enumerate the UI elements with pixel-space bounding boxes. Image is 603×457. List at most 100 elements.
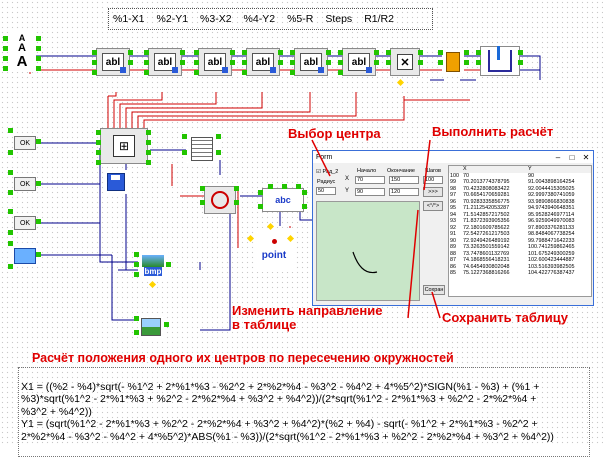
table-row[interactable]: 92 72.1801609785622 97.8903376281133 — [449, 225, 591, 232]
point-block[interactable]: point — [254, 228, 294, 272]
text-block-y1[interactable]: abl — [148, 48, 182, 76]
text-block-x2[interactable]: abl — [198, 48, 232, 76]
circle-block[interactable] — [204, 186, 236, 214]
steps-input[interactable]: 100 — [423, 176, 443, 184]
ok-button-1[interactable]: OK — [14, 136, 36, 150]
table-cell: 91.0043898164254 — [528, 179, 575, 185]
table-block[interactable] — [186, 132, 218, 166]
text-constant-block[interactable]: A A A — [8, 30, 36, 72]
table-cell: 93 — [450, 218, 456, 224]
y-end-input[interactable]: 120 — [389, 188, 419, 196]
text-block-steps[interactable]: abl — [342, 48, 376, 76]
table-cell: 74.1868556418231 — [463, 257, 510, 263]
table-cell: 71.2112542053287 — [463, 205, 510, 211]
run-button[interactable]: >>> — [423, 187, 443, 197]
form-window-block[interactable] — [12, 246, 38, 266]
table-cell: 89 — [450, 244, 456, 250]
text-block-y2[interactable]: abl — [246, 48, 280, 76]
table-cell: 86 — [450, 263, 456, 270]
maximize-button[interactable]: □ — [569, 152, 575, 162]
table-cell: 93.9890866830838 — [528, 198, 575, 205]
radio-rad2[interactable]: ☑ Рад_2 — [316, 169, 339, 175]
save-table-button[interactable]: Сохран — [423, 285, 445, 295]
x-label: X — [345, 176, 350, 182]
table-cell: 74.6454930802048 — [463, 263, 510, 270]
table-cell: 92 — [450, 224, 456, 231]
direction-button[interactable]: <°/°> — [423, 201, 443, 211]
table-cell: 70.2013774378795 — [463, 179, 510, 185]
var-x1: %1-X1 — [113, 13, 145, 25]
memory-block[interactable] — [442, 50, 464, 74]
close-button[interactable]: ✕ — [582, 152, 590, 162]
table-cell: 87 — [450, 257, 456, 263]
text-edit-icon: abl — [204, 53, 228, 73]
x-start-input[interactable]: 70 — [355, 176, 385, 184]
table-cell: 104.422776387437 — [528, 270, 575, 276]
formula-line: X1 = ((%2 - %4)*sqrt(- %1^2 + 2*%1*%3 - … — [21, 380, 540, 393]
floppy-icon — [107, 173, 125, 191]
table-cell: 72.1801609785622 — [463, 224, 510, 231]
image-block[interactable] — [138, 314, 164, 340]
x-end-input[interactable]: 150 — [389, 176, 419, 184]
table-cell: 98 — [450, 185, 456, 192]
close-form-block[interactable]: ✕ — [390, 48, 420, 76]
export-block[interactable] — [480, 46, 520, 76]
text-edit-icon: abl — [300, 53, 324, 73]
download-icon — [488, 46, 512, 72]
table-cell: 92.0044415305025 — [528, 185, 575, 192]
point-label: point — [261, 250, 287, 261]
close-icon: ✕ — [397, 54, 413, 70]
formula-line: %3^2 + %4^2)) — [21, 405, 92, 418]
table-cell: 72.5427261217503 — [463, 231, 510, 237]
label-block[interactable]: abc — [262, 188, 304, 212]
point-icon — [271, 239, 277, 244]
letter-a-icon: A — [18, 42, 26, 54]
formula-line: %3)*sqrt(%1^2 - 2*%1*%3 + %2^2 - 2*%2*%4… — [21, 393, 537, 406]
table-cell: 97.8903376281133 — [528, 224, 575, 231]
ok-button-3[interactable]: OK — [14, 216, 36, 230]
var-steps: Steps — [325, 13, 353, 25]
table-cell: 96.9259049970083 — [528, 218, 575, 224]
table-cell: 90 — [450, 237, 456, 244]
var-r: %5-R — [287, 13, 314, 25]
table-cell: 88 — [450, 250, 456, 257]
checkbox-icon: ☑ — [316, 169, 321, 175]
hierarchy-block[interactable]: ⊞ — [100, 128, 148, 164]
table-cell: 90 — [528, 172, 534, 179]
radius-input[interactable]: 50 — [316, 187, 336, 195]
var-y1: %2-Y1 — [156, 13, 189, 25]
save-file-block[interactable] — [104, 170, 128, 194]
table-cell: 100.741259862465 — [528, 244, 575, 250]
formula-line: Y1 = (sqrt(%1^2 - 2*%1*%3 + %2^2 - 2*%2*… — [21, 418, 538, 431]
minimize-button[interactable]: – — [555, 152, 561, 162]
table-cell: 95.9528246977114 — [528, 211, 575, 218]
table-row[interactable]: 89 73.3263501559142 100.741259862465 — [449, 244, 591, 251]
ok-button-2[interactable]: OK — [14, 177, 36, 191]
text-block-x1[interactable]: abl — [96, 48, 130, 76]
table-cell: 72.9249426489192 — [463, 237, 510, 244]
table-cell: 97 — [450, 192, 456, 198]
table-cell: 73.3263501559142 — [463, 244, 510, 250]
bmp-block[interactable]: bmp — [138, 250, 168, 280]
text-block-r[interactable]: abl — [294, 48, 328, 76]
table-cell: 98.8484067738254 — [528, 231, 575, 237]
var-r1r2: R1/R2 — [364, 13, 394, 25]
y-start-input[interactable]: 90 — [355, 188, 385, 196]
annotation-change-direction: Изменить направление в таблице — [232, 303, 383, 332]
header-var-bar: %1-X1 %2-Y1 %3-X2 %4-Y2 %5-R Steps R1/R2 — [108, 8, 433, 30]
